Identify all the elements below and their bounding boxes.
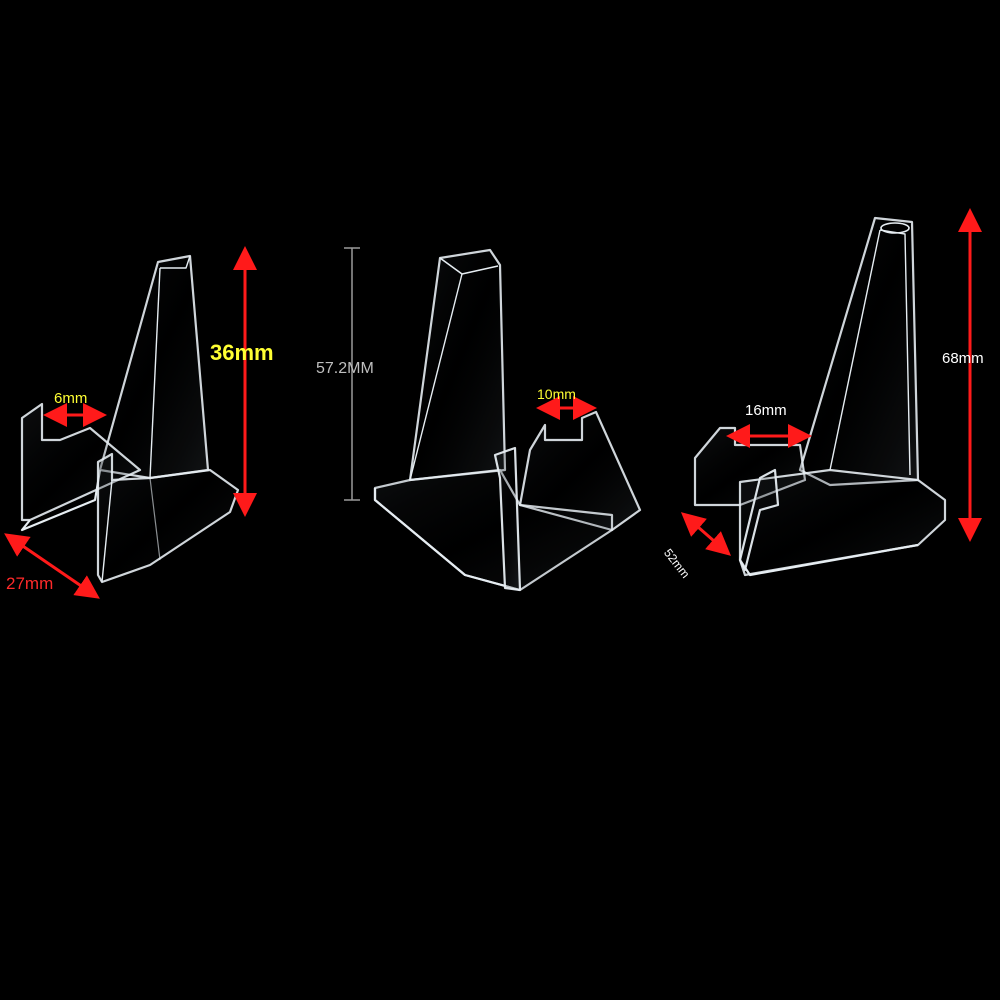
- medium-height-bracket: [344, 247, 360, 501]
- small-stand: [20, 254, 240, 584]
- large-height-label: 68mm: [942, 350, 984, 367]
- small-height-label: 36mm: [210, 340, 274, 365]
- small-lip-label: 6mm: [54, 390, 88, 407]
- medium-stand: [373, 248, 642, 592]
- large-stand: [693, 216, 947, 577]
- medium-height-label: 57.2MM: [316, 360, 374, 377]
- small-depth-label: 27mm: [6, 574, 54, 593]
- large-depth-arrow: [680, 512, 732, 556]
- small-depth-arrow: [4, 533, 100, 599]
- large-lip-label: 16mm: [745, 402, 787, 419]
- medium-lip-label: 10mm: [537, 386, 576, 402]
